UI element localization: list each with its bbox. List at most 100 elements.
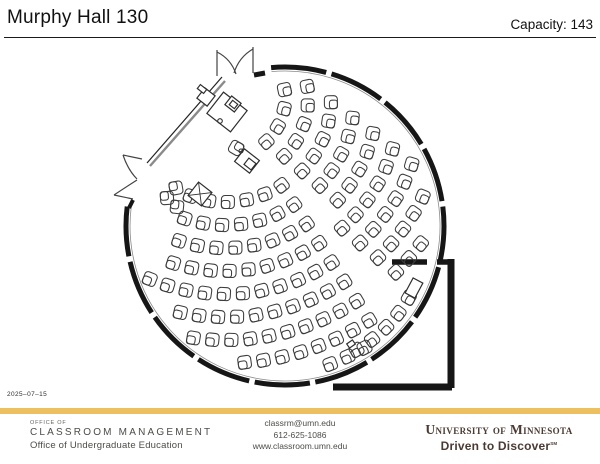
left-door-swing-top [122, 154, 138, 180]
chair [351, 160, 368, 178]
inner-wall-line [129, 70, 441, 382]
contact-web: www.classroom.umn.edu [252, 441, 348, 451]
chair [184, 260, 200, 276]
chair [384, 141, 401, 157]
top-door-swing-left [216, 51, 237, 75]
chair [255, 352, 272, 368]
chair [189, 237, 206, 254]
tagline: Driven to DiscoverSM [440, 439, 558, 453]
chair [365, 220, 382, 238]
chair [387, 263, 405, 281]
chair [165, 255, 182, 271]
chair [227, 139, 245, 157]
chair [314, 131, 331, 148]
top-door-wall-dash [253, 70, 266, 78]
chair [285, 196, 303, 214]
chair [191, 308, 207, 323]
aisle-station-item [243, 157, 257, 171]
chair [359, 143, 375, 160]
chair [230, 309, 245, 324]
chair [203, 263, 219, 278]
chair [197, 285, 213, 301]
chair [298, 215, 315, 233]
footer-office-block: OFFICE OF CLASSROOM MANAGEMENT Office of… [30, 420, 212, 451]
chair [285, 298, 301, 315]
chair [361, 312, 378, 329]
entry-flat-wall-inner [149, 80, 226, 167]
chair [310, 338, 327, 355]
side-table-x [187, 181, 213, 207]
chair [254, 282, 270, 299]
chair [141, 271, 158, 287]
loose-chairs [159, 139, 245, 215]
chair [185, 330, 201, 346]
office-of-label: OFFICE OF [30, 420, 67, 426]
chair [258, 133, 275, 151]
chair [168, 180, 184, 196]
chair [169, 199, 185, 215]
capacity-label: Capacity: 143 [510, 17, 593, 32]
chair [365, 125, 381, 142]
chair [259, 257, 276, 274]
chair [279, 323, 296, 340]
chair [292, 344, 309, 361]
chair [336, 273, 353, 291]
chair [248, 307, 264, 323]
plan-date: 2025–07–15 [7, 391, 48, 398]
chair [209, 240, 224, 256]
furniture [187, 83, 424, 349]
chair [159, 190, 175, 206]
entry-flat-wall-outer [146, 76, 223, 164]
chair [241, 262, 256, 277]
chair [171, 233, 187, 249]
chair [204, 332, 220, 348]
chair [341, 176, 358, 194]
chair [224, 332, 239, 348]
chair [323, 162, 340, 180]
service-mark: SM [550, 441, 558, 446]
podium-top [196, 83, 208, 95]
chair [376, 206, 394, 223]
chair [396, 173, 413, 190]
left-door-leaf-top [122, 154, 143, 160]
chair [272, 278, 288, 295]
footer-brand-block: University of Minnesota Driven to Discov… [415, 422, 583, 453]
left-door-swing-bottom [113, 179, 138, 196]
chair [414, 188, 431, 205]
chair [275, 147, 293, 165]
contact-email: classrm@umn.edu [264, 418, 336, 428]
chair [293, 162, 311, 180]
chair [235, 286, 250, 301]
page-title: Murphy Hall 130 [7, 7, 149, 28]
university-wordmark: University of Minnesota [425, 422, 573, 437]
chair [328, 330, 345, 347]
chair [322, 356, 339, 373]
top-door-swing-right [233, 48, 254, 74]
chair [269, 118, 286, 135]
seating-block-right [258, 78, 431, 281]
chair [305, 147, 323, 165]
chair [246, 237, 262, 253]
chair [214, 217, 230, 233]
chair [297, 318, 314, 335]
classroom-management-label: CLASSROOM MANAGEMENT [30, 427, 213, 438]
chair [257, 186, 273, 203]
chair [264, 232, 281, 249]
chair [282, 225, 299, 242]
chair [252, 212, 268, 228]
chair [239, 192, 255, 208]
chair [333, 145, 350, 163]
header-rule [4, 37, 596, 38]
chair [276, 82, 293, 98]
chair [377, 318, 395, 336]
chair [340, 128, 356, 145]
chair [359, 191, 376, 209]
left-wall-jog [127, 199, 135, 209]
wall-row-mark [345, 339, 357, 349]
chair [261, 328, 277, 344]
chair [323, 95, 338, 110]
chair [332, 302, 349, 320]
chair [321, 113, 336, 129]
chair [302, 291, 319, 308]
